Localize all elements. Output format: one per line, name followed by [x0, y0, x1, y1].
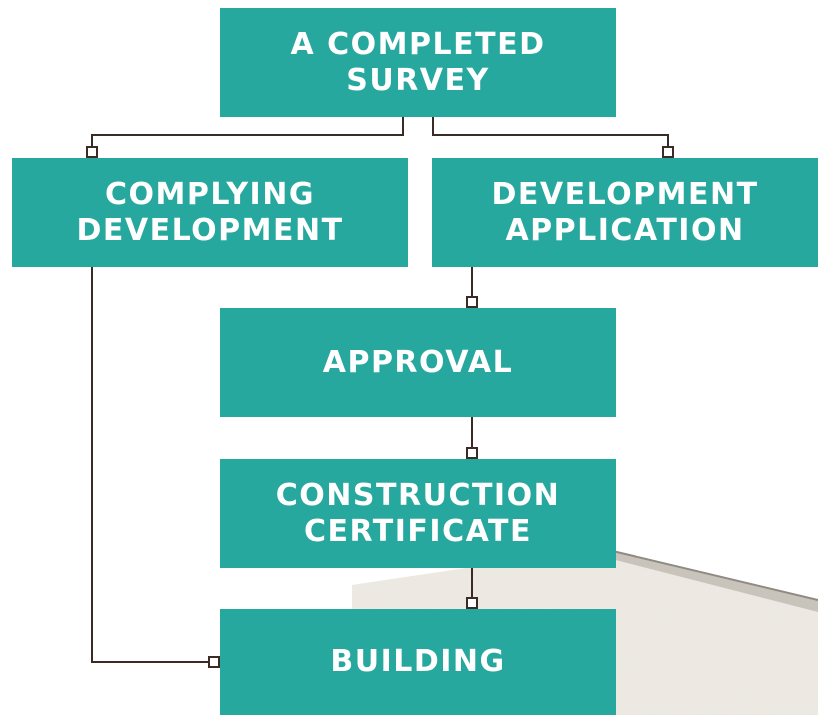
- complying-development-label: COMPLYING DEVELOPMENT: [76, 176, 344, 248]
- connector-complying-to-building: [91, 267, 214, 663]
- connector-terminal-devapp: [662, 146, 674, 158]
- connector-terminal-building-left: [208, 656, 220, 668]
- completed-survey-label: A COMPLETED SURVEY: [290, 26, 546, 98]
- approval-box: APPROVAL: [220, 308, 616, 417]
- wall-ledge: [599, 547, 818, 601]
- development-application-box: DEVELOPMENT APPLICATION: [432, 158, 818, 267]
- completed-survey-box: A COMPLETED SURVEY: [220, 8, 616, 117]
- wall-shadow: [600, 548, 818, 612]
- construction-certificate-box: CONSTRUCTION CERTIFICATE: [220, 459, 616, 568]
- connector-terminal-construction: [466, 447, 478, 459]
- connector-survey-to-complying: [91, 117, 404, 152]
- building-box: BUILDING: [220, 609, 616, 715]
- connector-survey-to-devapp: [432, 117, 669, 152]
- construction-certificate-label: CONSTRUCTION CERTIFICATE: [275, 477, 561, 549]
- approval-label: APPROVAL: [322, 344, 514, 380]
- complying-development-box: COMPLYING DEVELOPMENT: [12, 158, 408, 267]
- connector-terminal-complying: [86, 146, 98, 158]
- connector-terminal-approval: [466, 296, 478, 308]
- development-application-label: DEVELOPMENT APPLICATION: [491, 176, 759, 248]
- connector-terminal-building-top: [466, 597, 478, 609]
- building-label: BUILDING: [330, 644, 506, 679]
